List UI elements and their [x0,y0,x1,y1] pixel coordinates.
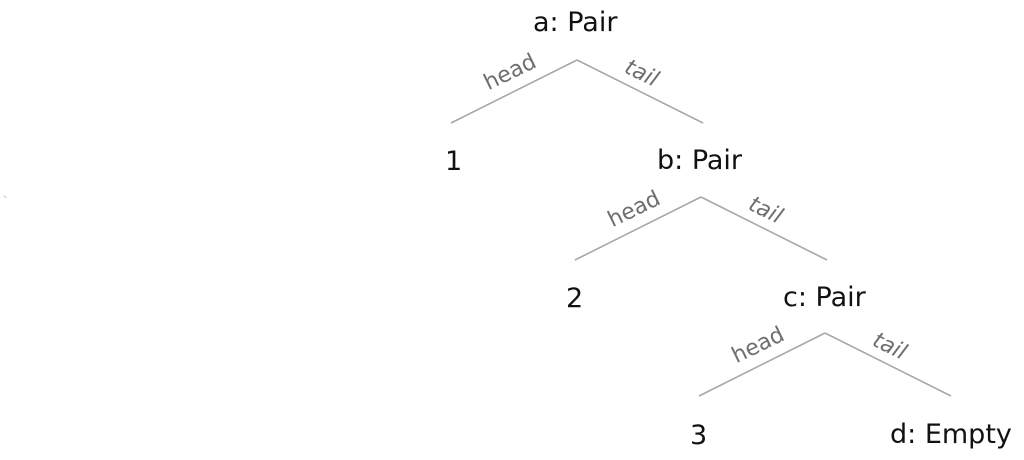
node-1: 1 [445,146,463,177]
edge-a-tail-line [576,59,704,124]
node-2: 2 [566,283,584,314]
node-d: d: Empty [890,419,1012,450]
edge-a-head-line [450,59,578,124]
node-a: a: Pair [533,7,618,38]
edge-b-tail-line [700,196,828,261]
edge-c-head-line [698,332,826,397]
node-b: b: Pair [657,145,743,176]
edge-c-tail-line [824,332,952,397]
edge-b-head-line [574,196,702,261]
node-3: 3 [690,420,708,451]
node-c: c: Pair [783,282,866,313]
